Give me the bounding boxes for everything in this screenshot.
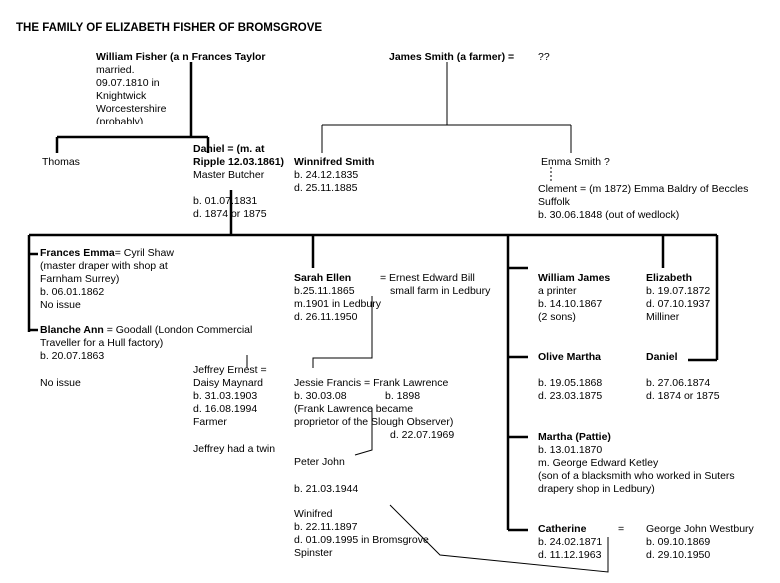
daniel-junior-died: d. 1874 or 1875 xyxy=(646,390,720,402)
blanche-ann-name: Blanche Ann xyxy=(40,324,104,336)
catherine-born: b. 24.02.1871 xyxy=(538,536,603,548)
daniel-died: d. 1874 or 1875 xyxy=(193,208,267,220)
clement-suffolk: Suffolk xyxy=(538,196,570,208)
elizabeth-name: Elizabeth xyxy=(646,272,693,284)
winifred-occupation: Spinster xyxy=(294,547,333,559)
blanche-ann-line2: Traveller for a Hull factory) xyxy=(40,337,164,349)
emma-smith-name: Emma Smith ? xyxy=(541,156,610,168)
william-james-born: b. 14.10.1867 xyxy=(538,298,603,310)
frances-emma-line3: Farnham Surrey) xyxy=(40,273,120,285)
jessie-francis-born: b. 30.03.08 xyxy=(294,390,347,402)
elizabeth-occupation: Milliner xyxy=(646,311,680,323)
jessie-francis-name: Jessie Francis = Frank Lawrence xyxy=(294,377,449,389)
winnifred-born: b. 24.12.1835 xyxy=(294,169,359,181)
james-smith-name: James Smith (a farmer) = xyxy=(389,51,515,63)
william-james-occupation: a printer xyxy=(538,285,577,297)
daniel-occupation: Master Butcher xyxy=(193,169,265,181)
james-smith-spouse: ?? xyxy=(538,51,550,63)
winifred-catherine-link xyxy=(389,504,609,573)
martha-pattie-married: m. George Edward Ketley xyxy=(538,457,659,469)
frances-emma-issue: No issue xyxy=(40,299,81,311)
frank-lawrence-note2: proprietor of the Slough Observer) xyxy=(294,416,454,428)
catherine-name: Catherine xyxy=(538,523,587,535)
blanche-ann-issue: No issue xyxy=(40,377,81,389)
winifred-born: b. 22.11.1897 xyxy=(294,521,358,533)
jeffrey-twin-note: Jeffrey had a twin xyxy=(193,443,276,455)
catherine-spouse-died: d. 29.10.1950 xyxy=(646,549,711,561)
winnifred-died: d. 25.11.1885 xyxy=(294,182,358,194)
jeffrey-ernest-born: b. 31.03.1903 xyxy=(193,390,258,402)
blanche-ann-born: b. 20.07.1863 xyxy=(40,350,105,362)
winifred-died: d. 01.09.1995 in Bromsgrove xyxy=(294,534,429,546)
catherine-equals: = xyxy=(618,523,625,535)
jeffrey-ernest-died: d. 16.08.1994 xyxy=(193,403,258,415)
catherine-spouse-born: b. 09.10.1869 xyxy=(646,536,711,548)
william-fisher-date: 09.07.1810 in xyxy=(96,77,160,89)
william-fisher-married: married. xyxy=(96,64,135,76)
jessie-peter-link xyxy=(354,408,373,456)
william-james-name: William James xyxy=(538,272,611,284)
olive-martha-name: Olive Martha xyxy=(538,351,602,363)
frances-emma-line2: (master draper with shop at xyxy=(40,260,168,272)
jeffrey-ernest-spouse: Daisy Maynard xyxy=(193,377,264,389)
jeffrey-ernest-name: Jeffrey Ernest = xyxy=(193,364,267,376)
frank-lawrence-note1: (Frank Lawrence became xyxy=(294,403,414,415)
martha-pattie-born: b. 13.01.1870 xyxy=(538,444,603,456)
frank-lawrence-born: b. 1898 xyxy=(385,390,421,402)
frances-emma-spouse: = Cyril Shaw xyxy=(114,247,174,259)
frances-emma-name: Frances Emma xyxy=(40,247,115,259)
winnifred-name: Winnifred Smith xyxy=(294,156,375,168)
sarah-ellen-born: b.25.11.1865 xyxy=(294,285,355,297)
daniel-born: b. 01.07.1831 xyxy=(193,195,258,207)
william-fisher-note-clip: (probably) xyxy=(96,116,196,124)
winifred-name: Winifred xyxy=(294,508,333,520)
clement-born: b. 30.06.1848 (out of wedlock) xyxy=(538,209,680,221)
page-title: THE FAMILY OF ELIZABETH FISHER OF BROMSG… xyxy=(16,22,323,34)
martha-pattie-name: Martha (Pattie) xyxy=(538,431,611,443)
catherine-died: d. 11.12.1963 xyxy=(538,549,602,561)
william-fisher-place1: Knightwick xyxy=(96,90,147,102)
martha-pattie-note2: drapery shop in Ledbury) xyxy=(538,483,655,495)
elizabeth-born: b. 19.07.1872 xyxy=(646,285,711,297)
peter-john-name: Peter John xyxy=(294,456,345,468)
daniel-name: Daniel = (m. at xyxy=(193,143,265,155)
thomas-name: Thomas xyxy=(42,156,80,168)
blanche-ann-spouse: = Goodall (London Commercial xyxy=(103,324,253,336)
olive-martha-born: b. 19.05.1868 xyxy=(538,377,603,389)
martha-pattie-note1: (son of a blacksmith who worked in Suter… xyxy=(538,470,735,482)
olive-martha-died: d. 23.03.1875 xyxy=(538,390,603,402)
sarah-ellen-name: Sarah Ellen xyxy=(294,272,352,284)
daniel-junior-born: b. 27.06.1874 xyxy=(646,377,711,389)
sarah-ellen-died: d. 26.11.1950 xyxy=(294,311,358,323)
blanche-ann-line: Blanche Ann = Goodall (London Commercial xyxy=(40,324,252,337)
frances-emma-born: b. 06.01.1862 xyxy=(40,286,105,298)
catherine-spouse: George John Westbury xyxy=(646,523,754,535)
william-james-note: (2 sons) xyxy=(538,311,576,323)
clement-marriage: Clement = (m 1872) Emma Baldry of Beccle… xyxy=(538,183,749,195)
daniel-marriage: Ripple 12.03.1861) xyxy=(193,156,285,168)
peter-john-born: b. 21.03.1944 xyxy=(294,483,359,495)
sarah-descent-line xyxy=(312,296,373,368)
william-fisher-note: (probably) xyxy=(96,116,144,124)
elizabeth-died: d. 07.10.1937 xyxy=(646,298,711,310)
sarah-ellen-spouse: = Ernest Edward Bill xyxy=(380,272,475,284)
william-fisher-name: William Fisher (a n Frances Taylor xyxy=(96,51,266,63)
william-fisher-place2: Worcestershire xyxy=(96,103,167,115)
frances-emma-line: Frances Emma= Cyril Shaw xyxy=(40,247,174,260)
daniel-junior-name: Daniel xyxy=(646,351,678,363)
sarah-ellen-spouse-note: small farm in Ledbury xyxy=(390,285,491,297)
frank-lawrence-died: d. 22.07.1969 xyxy=(390,429,455,441)
jeffrey-ernest-occupation: Farmer xyxy=(193,416,227,428)
sarah-ellen-married: m.1901 in Ledbury xyxy=(294,298,381,310)
